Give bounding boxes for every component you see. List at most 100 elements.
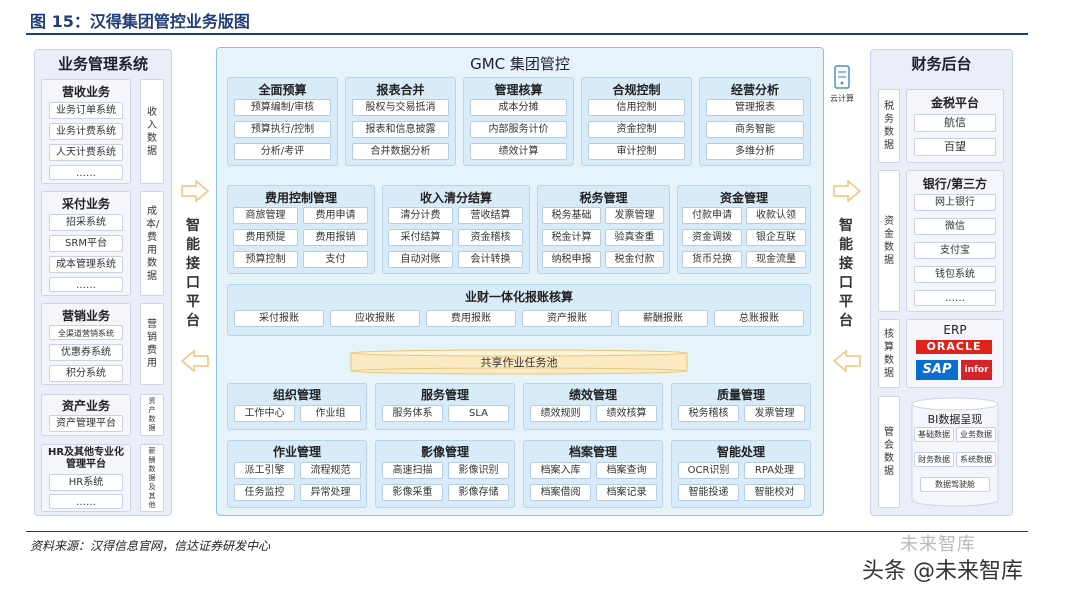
module-item[interactable]: 报表和信息披露 (352, 121, 449, 138)
module-item[interactable]: 绩效规则 (530, 405, 591, 422)
sap-logo: SAP (916, 360, 958, 380)
module-item[interactable]: 信用控制 (588, 99, 685, 116)
module-item[interactable]: 采付结算 (388, 229, 453, 246)
module-item[interactable]: 税金付款 (605, 251, 664, 268)
module-item[interactable]: 作业组 (300, 405, 361, 422)
module-item[interactable]: 服务体系 (382, 405, 443, 422)
module-item[interactable]: 合并数据分析 (352, 143, 449, 160)
module-item[interactable]: 多维分析 (706, 143, 804, 160)
revenue-clearing-group-name: 收入清分结算 (419, 191, 492, 205)
module-item[interactable]: 会计转换 (458, 251, 523, 268)
arrow-right-icon (833, 180, 862, 202)
module-item[interactable]: 发票管理 (744, 405, 805, 422)
module-item[interactable]: 档案入库 (530, 462, 591, 479)
module-item[interactable]: 智能投递 (678, 484, 739, 501)
list-item[interactable]: 优惠券系统 (49, 344, 123, 361)
module-item[interactable]: 收款认领 (746, 207, 806, 224)
list-item[interactable]: HR系统 (49, 474, 123, 491)
module-item[interactable]: 成本分摊 (470, 99, 567, 116)
module-item[interactable]: 税金计算 (542, 229, 601, 246)
list-item[interactable]: …… (914, 290, 996, 306)
module-item[interactable]: 内部服务计价 (470, 121, 567, 138)
module-item[interactable]: 资金调拨 (682, 229, 742, 246)
module-item[interactable]: 资金稽核 (458, 229, 523, 246)
module-item[interactable]: 商务智能 (706, 121, 804, 138)
module-item[interactable]: 税务基础 (542, 207, 601, 224)
title-rule (26, 33, 1028, 35)
list-item[interactable]: 微信 (914, 218, 996, 235)
list-item[interactable]: 招采系统 (49, 214, 123, 231)
list-item[interactable]: SRM平台 (49, 235, 123, 252)
list-item[interactable]: …… (49, 165, 123, 180)
module-item[interactable]: 预算编制/审核 (234, 99, 331, 116)
module-item[interactable]: 应收报账 (330, 310, 420, 327)
module-item[interactable]: 股权与交易抵消 (352, 99, 449, 116)
list-item[interactable]: 航信 (914, 114, 996, 132)
list-item[interactable]: 钱包系统 (914, 266, 996, 283)
module-item[interactable]: 总账报账 (714, 310, 804, 327)
module-item[interactable]: 影像存储 (448, 484, 509, 501)
list-item[interactable]: 全渠道营销系统 (49, 325, 123, 340)
list-item[interactable]: 网上银行 (914, 194, 996, 211)
module-item[interactable]: 档案查询 (596, 462, 657, 479)
module-item[interactable]: SLA (448, 405, 509, 422)
module-item[interactable]: 档案借阅 (530, 484, 591, 501)
module-item[interactable]: 采付报账 (234, 310, 324, 327)
list-item[interactable]: 支付宝 (914, 242, 996, 259)
module-item[interactable]: 付款申请 (682, 207, 742, 224)
module-item[interactable]: 薪酬报账 (618, 310, 708, 327)
module-item[interactable]: 自动对账 (388, 251, 453, 268)
list-item[interactable]: 业务订单系统 (49, 102, 123, 119)
module-item[interactable]: 审计控制 (588, 143, 685, 160)
module-item[interactable]: 货币兑换 (682, 251, 742, 268)
module-item[interactable]: 绩效计算 (470, 143, 567, 160)
module-item[interactable]: 支付 (303, 251, 368, 268)
module-item[interactable]: 流程规范 (300, 462, 361, 479)
module-item[interactable]: 预算执行/控制 (234, 121, 331, 138)
module-item[interactable]: 纳税申报 (542, 251, 601, 268)
module-item[interactable]: 费用报销 (303, 229, 368, 246)
module-item[interactable]: 影像采重 (382, 484, 443, 501)
list-item[interactable]: 业务数据 (956, 427, 996, 442)
list-item[interactable]: 积分系统 (49, 365, 123, 382)
list-item[interactable]: …… (49, 494, 123, 509)
module-item[interactable]: 资金控制 (588, 121, 685, 138)
list-item[interactable]: 人天计费系统 (49, 144, 123, 161)
quality-management-group-name: 质量管理 (716, 388, 765, 402)
module-item[interactable]: 影像识别 (448, 462, 509, 479)
module-item[interactable]: 发票管理 (605, 207, 664, 224)
module-item[interactable]: 任务监控 (234, 484, 295, 501)
module-item[interactable]: 费用预提 (233, 229, 298, 246)
module-item[interactable]: 高速扫描 (382, 462, 443, 479)
module-item[interactable]: 档案记录 (596, 484, 657, 501)
module-item[interactable]: 税务稽核 (678, 405, 739, 422)
list-item[interactable]: 系统数据 (956, 452, 996, 467)
module-item[interactable]: 银企互联 (746, 229, 806, 246)
module-item[interactable]: 现金流量 (746, 251, 806, 268)
module-item[interactable]: 分析/考评 (234, 143, 331, 160)
module-item[interactable]: OCR识别 (678, 462, 739, 479)
list-item[interactable]: 业务计费系统 (49, 123, 123, 140)
module-item[interactable]: 智能校对 (744, 484, 805, 501)
module-item[interactable]: 预算控制 (233, 251, 298, 268)
module-item[interactable]: 验真查重 (605, 229, 664, 246)
list-item[interactable]: 成本管理系统 (49, 256, 123, 273)
module-item[interactable]: RPA处理 (744, 462, 805, 479)
list-item[interactable]: 资产管理平台 (49, 415, 123, 432)
module-item[interactable]: 费用报账 (426, 310, 516, 327)
module-item[interactable]: 绩效核算 (596, 405, 657, 422)
module-item[interactable]: 异常处理 (300, 484, 361, 501)
module-item[interactable]: 清分计费 (388, 207, 453, 224)
module-item[interactable]: 商旅管理 (233, 207, 298, 224)
module-item[interactable]: 工作中心 (234, 405, 295, 422)
module-item[interactable]: 营收结算 (458, 207, 523, 224)
module-item[interactable]: 派工引擎 (234, 462, 295, 479)
list-item[interactable]: 基础数据 (914, 427, 954, 442)
list-item[interactable]: 财务数据 (914, 452, 954, 467)
module-item[interactable]: 管理报表 (706, 99, 804, 116)
module-item[interactable]: 资产报账 (522, 310, 612, 327)
list-item[interactable]: 百望 (914, 138, 996, 156)
module-item[interactable]: 费用申请 (303, 207, 368, 224)
list-item[interactable]: …… (49, 277, 123, 292)
list-item[interactable]: 数据驾驶舱 (920, 477, 990, 492)
